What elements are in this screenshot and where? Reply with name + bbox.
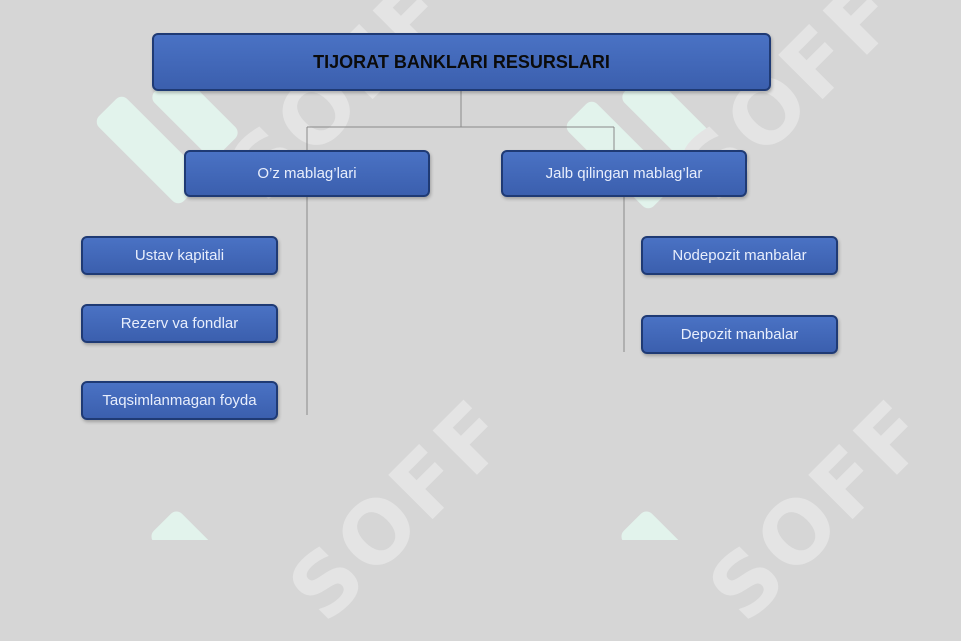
right-item-node: Nodepozit manbalar: [641, 236, 838, 275]
left-item-node: Taqsimlanmagan foyda: [81, 381, 278, 420]
right-item-node: Depozit manbalar: [641, 315, 838, 354]
left-item-node: Rezerv va fondlar: [81, 304, 278, 343]
left-branch-node: O’z mablag’lari: [184, 150, 430, 197]
left-item-node: Ustav kapitali: [81, 236, 278, 275]
connector-lines: [306, 91, 625, 415]
diagram-title: TIJORAT BANKLARI RESURSLARI: [152, 33, 771, 91]
right-branch-node: Jalb qilingan mablag’lar: [501, 150, 747, 197]
